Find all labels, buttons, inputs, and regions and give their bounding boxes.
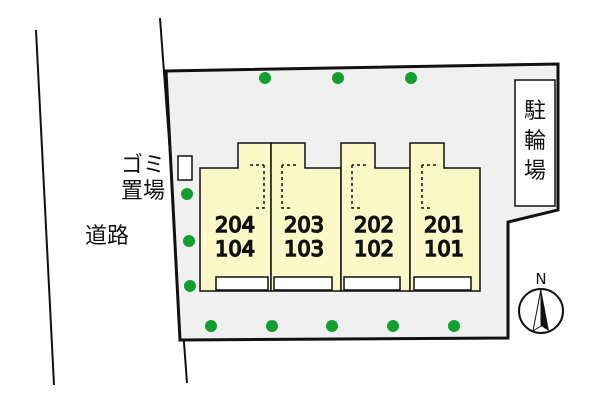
building-unit-3-balcony: [343, 276, 401, 291]
building-unit-1: 204 104: [199, 142, 272, 292]
tree: [326, 320, 338, 332]
unit-lower-number-2: 103: [284, 237, 324, 261]
building-unit-4-outline: [409, 142, 481, 292]
unit-upper-number-4: 201: [424, 213, 464, 237]
tree: [266, 320, 278, 332]
north-arrow-outline: [532, 288, 542, 333]
tree: [405, 72, 417, 84]
tree: [448, 320, 460, 332]
tree: [183, 235, 195, 247]
bicycle-parking-label-2: 輪: [524, 129, 546, 154]
building-unit-4-balcony: [413, 276, 472, 291]
tree: [181, 188, 193, 200]
tree: [387, 320, 399, 332]
building-unit-1-balcony: [215, 276, 269, 291]
road-edge-left: [35, 29, 55, 386]
garbage-area-label-line1: ゴミ: [121, 153, 165, 178]
unit-lower-number-3: 102: [354, 237, 394, 261]
unit-upper-number-1: 204: [215, 213, 255, 237]
building-unit-2-stair: [281, 164, 296, 209]
bicycle-parking-label-3: 場: [524, 159, 546, 184]
garbage-area-box: [177, 155, 193, 181]
garbage-area-label-line2: 置場: [121, 179, 165, 204]
tree: [259, 72, 271, 84]
north-compass: N: [518, 270, 564, 334]
apartment-building: 204 104 203 103 202 102 201 101: [199, 142, 481, 292]
bicycle-parking-label-1: 駐: [524, 99, 546, 124]
building-unit-1-stair: [250, 164, 265, 209]
unit-lower-number-1: 104: [215, 237, 255, 261]
building-unit-3: 202 102: [340, 142, 411, 292]
building-unit-2-balcony: [273, 276, 333, 291]
bicycle-parking-area: [514, 79, 556, 207]
building-unit-4: 201 101: [409, 142, 481, 292]
building-unit-3-stair: [351, 164, 366, 209]
north-label: N: [535, 270, 546, 288]
tree: [184, 280, 196, 292]
road-label: 道路: [85, 224, 129, 249]
tree: [332, 72, 344, 84]
unit-lower-number-4: 101: [424, 237, 464, 261]
tree: [205, 320, 217, 332]
unit-upper-number-3: 202: [354, 213, 394, 237]
building-unit-4-stair: [421, 164, 436, 209]
building-unit-2: 203 103: [270, 142, 342, 292]
unit-upper-number-2: 203: [284, 213, 324, 237]
north-arrow-icon: [541, 289, 549, 331]
trees: [181, 72, 460, 332]
